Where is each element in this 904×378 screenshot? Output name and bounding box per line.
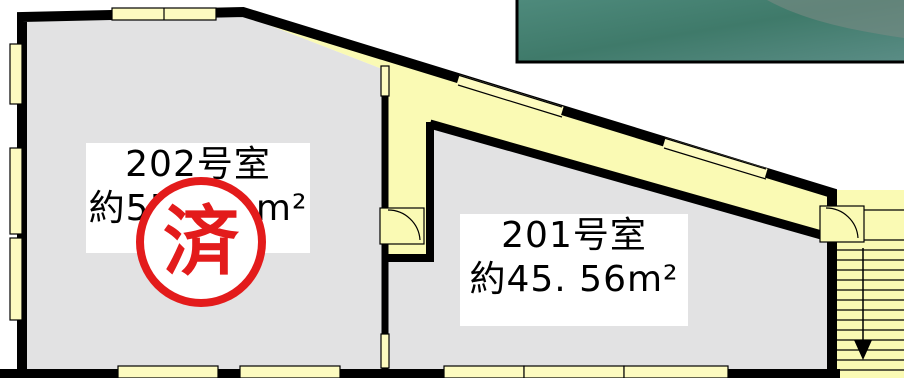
done-stamp: 済 [134, 175, 268, 309]
door-swing-icon [379, 65, 865, 369]
room-201-number: 201号室 [501, 215, 647, 256]
stamp-text: 済 [163, 197, 239, 286]
diagonal-window-2 [662, 137, 768, 180]
site-photo [515, 0, 904, 64]
diagonal-window-1 [456, 74, 564, 118]
stamp-circle-icon [136, 177, 266, 307]
corridor-floor [243, 15, 830, 258]
room-201-label: 201号室 約45. 56m² [460, 214, 688, 326]
stair-down-arrow-icon [854, 248, 872, 360]
sliding-window-icon [9, 7, 729, 378]
room-201-area: 約45. 56m² [469, 259, 679, 300]
